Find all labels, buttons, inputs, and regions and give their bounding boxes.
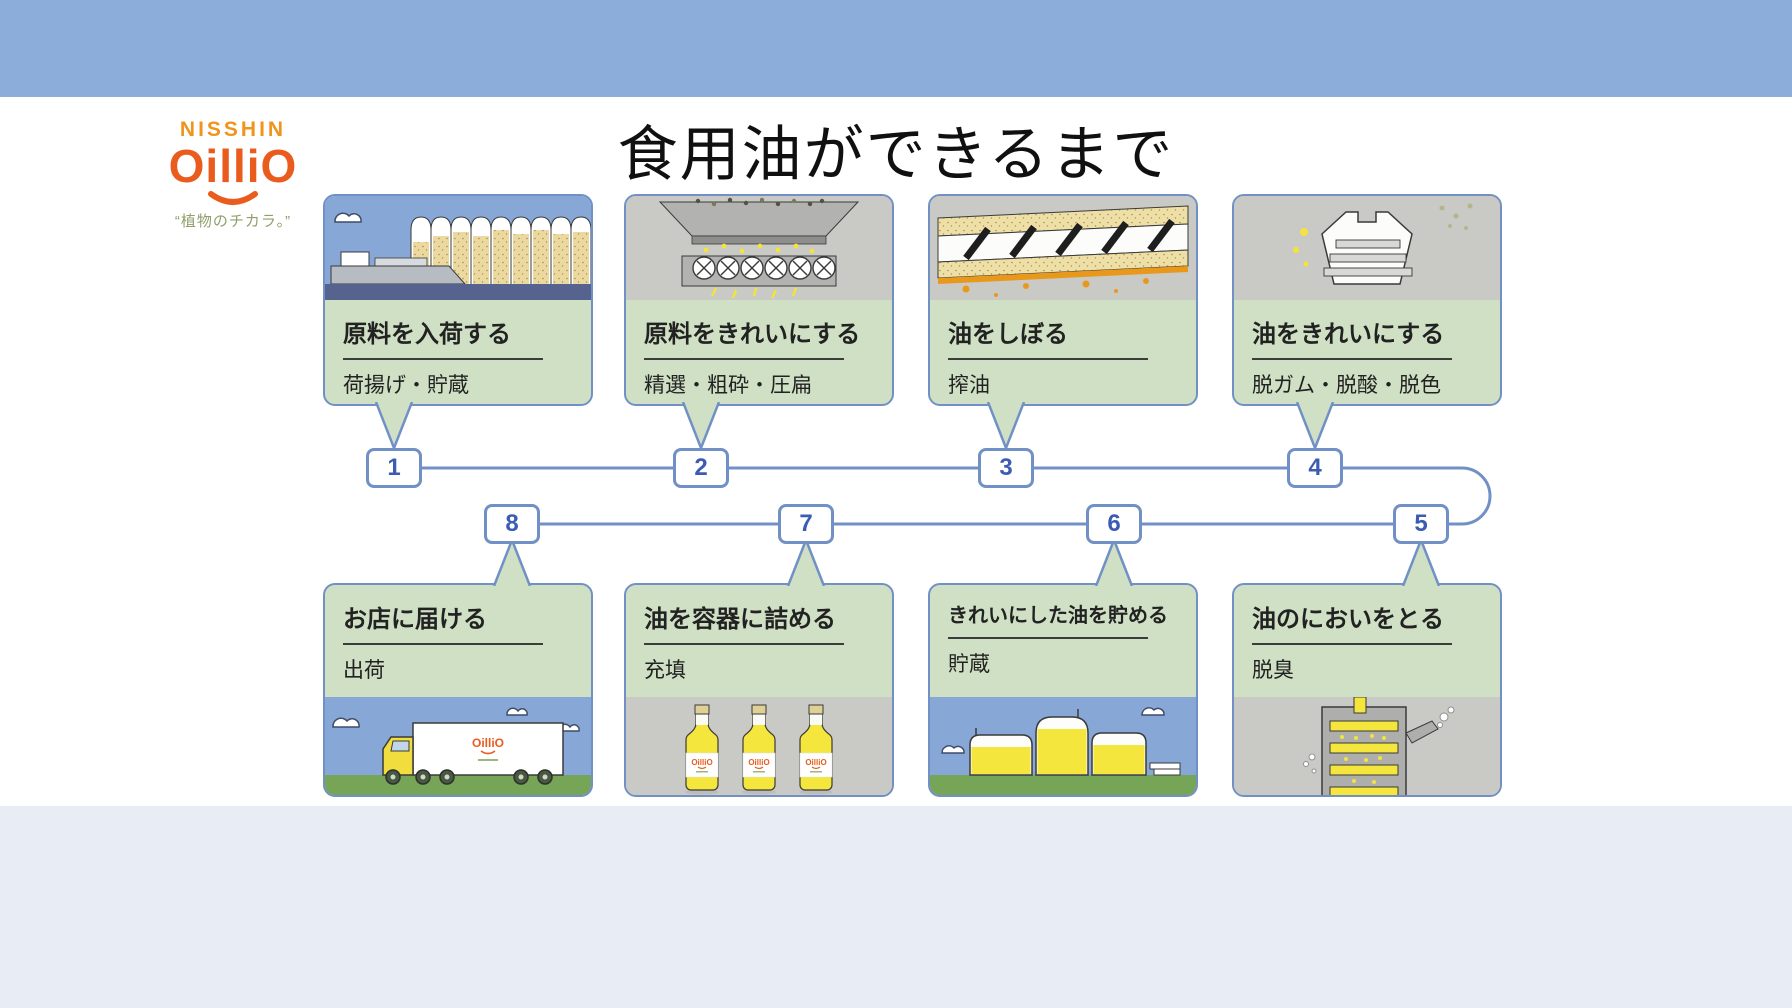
step-number-6: 6 (1086, 504, 1142, 544)
step-subtitle: 荷揚げ・貯蔵 (343, 374, 469, 397)
page-title: 食用油ができるまで (617, 121, 1175, 188)
step-card-4: 油をきれいにする 脱ガム・脱酸・脱色 (1232, 194, 1502, 406)
card-tail-8 (492, 540, 532, 586)
step-subtitle: 精選・粗砕・圧扁 (644, 374, 812, 397)
card-tail-1 (374, 402, 414, 448)
step-number-1: 1 (366, 448, 422, 488)
brand-tagline: “植物のチカラ。” (174, 213, 292, 231)
truck-logo-text: OilliO (472, 736, 504, 750)
bottle-logo-text: OilliO (805, 758, 826, 767)
step-subtitle: 出荷 (343, 659, 385, 682)
header-bar (0, 0, 1792, 97)
step-number-3: 3 (978, 448, 1034, 488)
title-underline (948, 358, 1148, 360)
step-title: お店に届ける (343, 606, 487, 633)
step-card-8: お店に届ける 出荷 OilliO (323, 583, 593, 797)
step-title: 原料を入荷する (343, 321, 511, 348)
step-text-panel: 原料を入荷する 荷揚げ・貯蔵 (325, 300, 591, 404)
step-text-panel: 油を容器に詰める 充填 (626, 585, 892, 697)
bottle-logo-text: OilliO (691, 758, 712, 767)
scene-shipping-illustration: OilliO (325, 697, 591, 795)
card-tail-5 (1401, 540, 1441, 586)
scene-deodorizing-illustration (1234, 697, 1500, 795)
step-number-7: 7 (778, 504, 834, 544)
title-underline (644, 358, 844, 360)
step-number-8: 8 (484, 504, 540, 544)
step-card-2: 原料をきれいにする 精選・粗砕・圧扁 (624, 194, 894, 406)
step-card-6: きれいにした油を貯める 貯蔵 (928, 583, 1198, 797)
title-underline (644, 643, 844, 645)
step-text-panel: 油をしぼる 搾油 (930, 300, 1196, 404)
step-title: 油を容器に詰める (644, 606, 836, 633)
step-title: 油をきれいにする (1252, 321, 1445, 348)
brand-name-top: NISSHIN (179, 118, 287, 141)
title-underline (948, 637, 1148, 639)
step-text-panel: きれいにした油を貯める 貯蔵 (930, 585, 1196, 697)
scene-bottling-illustration: OilliO OilliO (626, 697, 892, 795)
step-card-7: 油を容器に詰める 充填 OilliO (624, 583, 894, 797)
scene-storage-illustration (930, 697, 1196, 795)
scene-cleaning-illustration (626, 196, 892, 300)
step-text-panel: 油をきれいにする 脱ガム・脱酸・脱色 (1234, 300, 1500, 404)
brand-smile-icon (208, 191, 258, 206)
card-tail-6 (1094, 540, 1134, 586)
step-title: きれいにした油を貯める (948, 605, 1168, 627)
step-number-5: 5 (1393, 504, 1449, 544)
step-subtitle: 搾油 (948, 374, 990, 397)
title-underline (343, 643, 543, 645)
step-subtitle: 充填 (644, 659, 686, 682)
card-tail-3 (986, 402, 1026, 448)
footer-bar (0, 806, 1792, 1008)
scene-unloading-illustration (325, 196, 591, 300)
step-title: 油をしぼる (948, 321, 1068, 348)
title-underline (1252, 643, 1452, 645)
scene-refining-illustration (1234, 196, 1500, 300)
step-text-panel: 原料をきれいにする 精選・粗砕・圧扁 (626, 300, 892, 404)
step-subtitle: 貯蔵 (948, 653, 990, 676)
card-tail-7 (786, 540, 826, 586)
step-card-3: 油をしぼる 搾油 (928, 194, 1198, 406)
step-subtitle: 脱ガム・脱酸・脱色 (1252, 374, 1441, 397)
bottle-logo-text: OilliO (748, 758, 769, 767)
step-number-4: 4 (1287, 448, 1343, 488)
card-tail-2 (681, 402, 721, 448)
step-title: 原料をきれいにする (644, 321, 861, 348)
step-card-1: 原料を入荷する 荷揚げ・貯蔵 (323, 194, 593, 406)
title-underline (343, 358, 543, 360)
step-card-5: 油のにおいをとる 脱臭 (1232, 583, 1502, 797)
title-underline (1252, 358, 1452, 360)
step-text-panel: 油のにおいをとる 脱臭 (1234, 585, 1500, 697)
step-number-2: 2 (673, 448, 729, 488)
brand-name-main: OilliO (168, 140, 298, 192)
brand-logo: NISSHIN OilliO “植物のチカラ。” (148, 118, 318, 231)
step-subtitle: 脱臭 (1252, 659, 1294, 682)
step-title: 油のにおいをとる (1252, 606, 1444, 633)
step-text-panel: お店に届ける 出荷 (325, 585, 591, 697)
card-tail-4 (1295, 402, 1335, 448)
scene-pressing-illustration (930, 196, 1196, 300)
